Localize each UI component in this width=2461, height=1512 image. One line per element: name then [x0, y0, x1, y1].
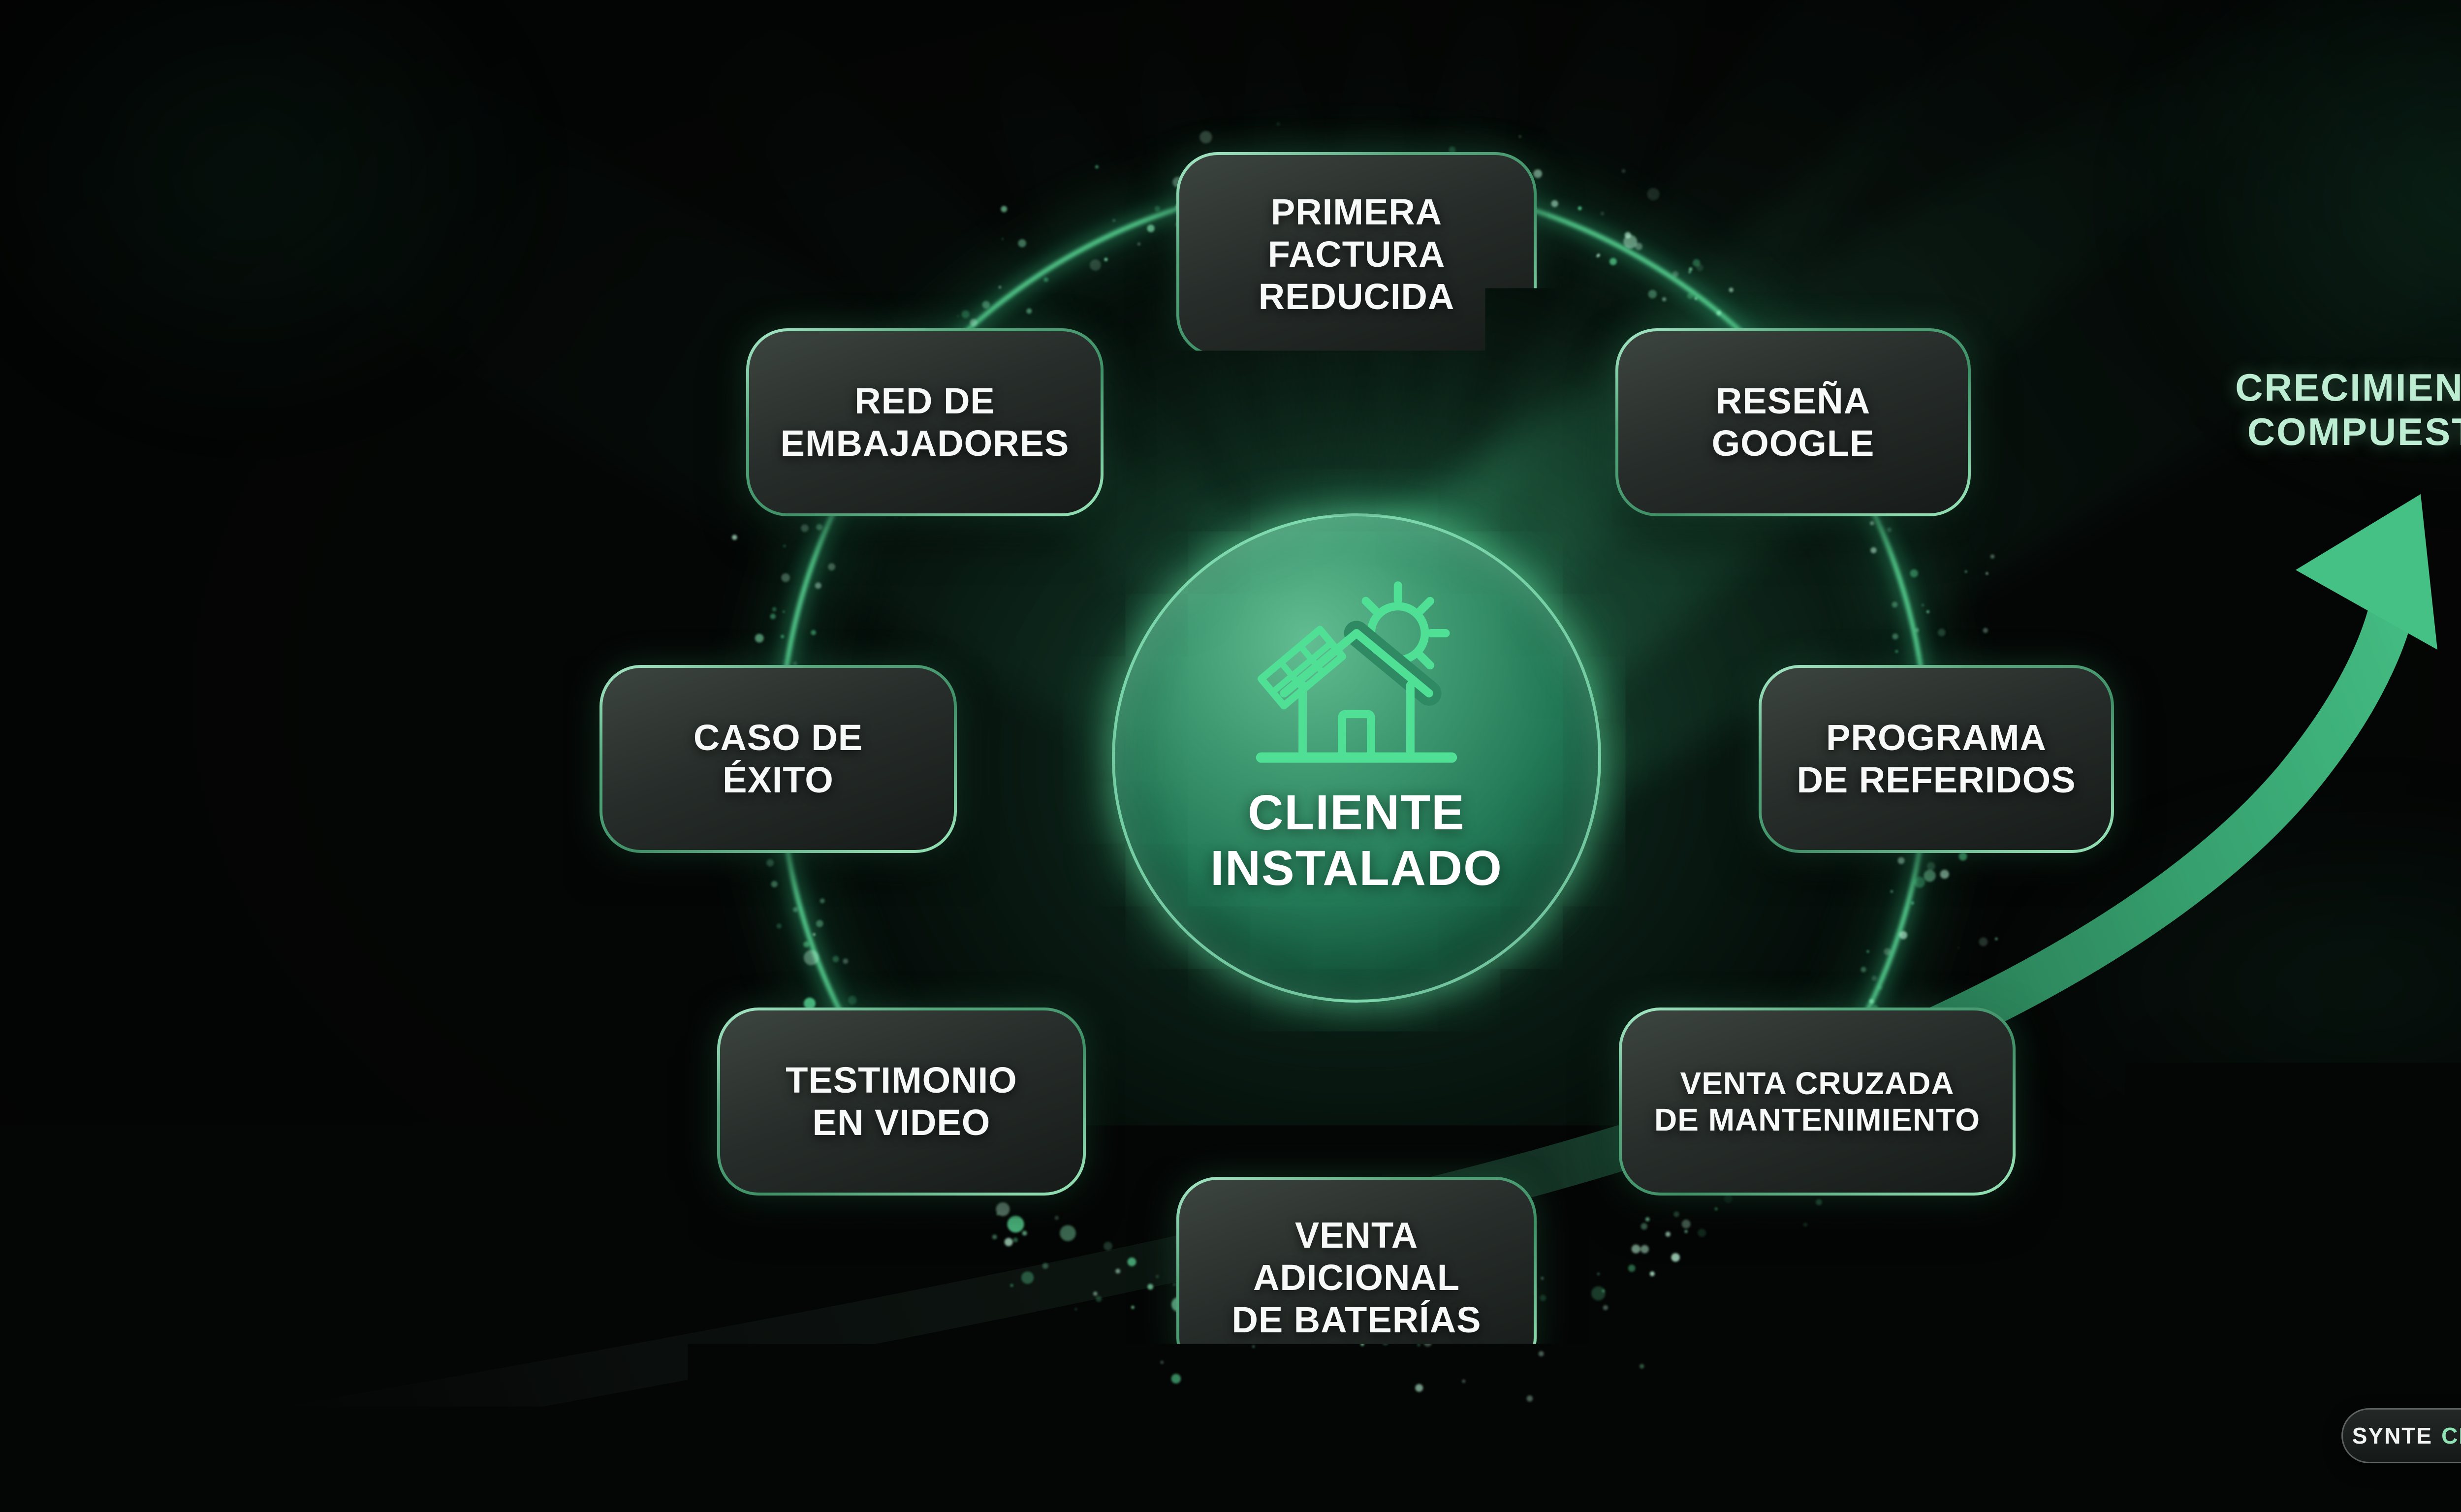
node-venta-cruzada: VENTA CRUZADA DE MANTENIMIENTO	[1619, 1008, 2016, 1196]
node-label: VENTA CRUZADA DE MANTENIMIENTO	[1654, 1065, 1980, 1138]
node-label: PROGRAMA DE REFERIDOS	[1797, 717, 2076, 801]
brand-name: SYNTE	[2352, 1422, 2432, 1449]
node-venta-adicional: VENTA ADICIONAL DE BATERÍAS	[1176, 1177, 1537, 1379]
center-node-cliente-instalado: CLIENTE INSTALADO	[1112, 513, 1601, 1003]
node-programa-referidos: PROGRAMA DE REFERIDOS	[1759, 665, 2114, 853]
center-node-label: CLIENTE INSTALADO	[1210, 785, 1503, 896]
node-label: PRIMERA FACTURA REDUCIDA	[1259, 191, 1455, 317]
node-resena-google: RESEÑA GOOGLE	[1615, 328, 1971, 516]
node-label: CASO DE ÉXITO	[694, 717, 863, 801]
brand-badge: SYNTE CRECIMIENTO™	[2341, 1408, 2461, 1463]
growth-label: CRECIMIENTO COMPUESTO	[2107, 365, 2461, 454]
node-label: RED DE EMBAJADORES	[781, 380, 1070, 465]
node-primera-factura: PRIMERA FACTURA REDUCIDA	[1176, 152, 1537, 357]
node-red-embajadores: RED DE EMBAJADORES	[746, 328, 1104, 516]
node-label: TESTIMONIO EN VIDEO	[786, 1059, 1017, 1144]
node-label: VENTA ADICIONAL DE BATERÍAS	[1231, 1214, 1481, 1341]
node-testimonio-video: TESTIMONIO EN VIDEO	[717, 1008, 1086, 1196]
solar-house-icon	[1241, 579, 1472, 776]
node-caso-exito: CASO DE ÉXITO	[599, 665, 957, 853]
node-label: RESEÑA GOOGLE	[1712, 380, 1875, 465]
product-name: CRECIMIENTO™	[2441, 1422, 2461, 1449]
